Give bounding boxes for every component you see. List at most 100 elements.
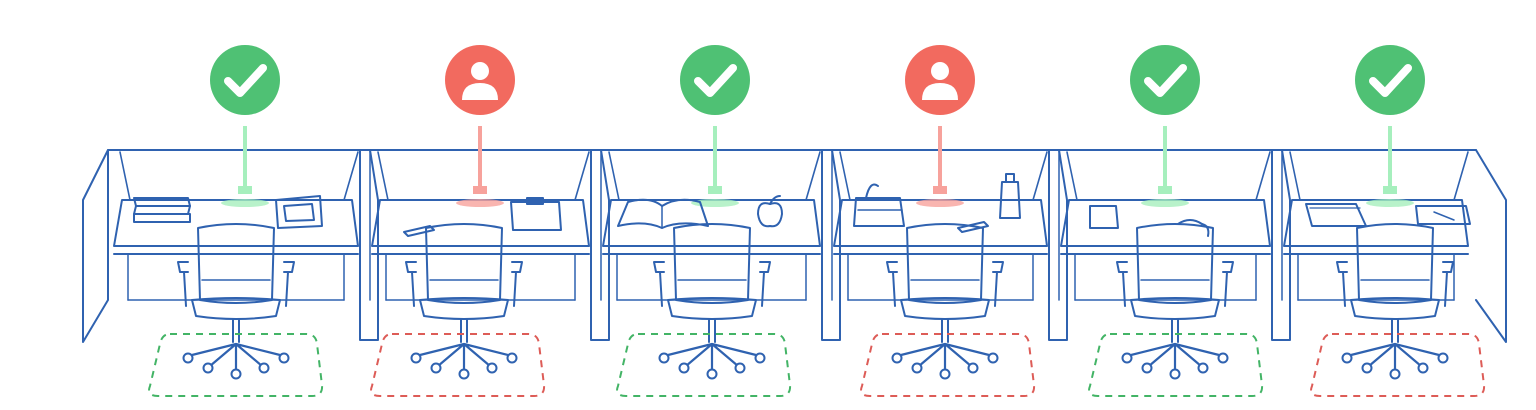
chair-wheel — [230, 368, 242, 380]
chair-wheel — [658, 352, 670, 364]
picture-frame — [275, 195, 323, 229]
office-chair — [653, 223, 771, 380]
chair-arm-right — [511, 261, 523, 307]
status-beam — [691, 126, 739, 207]
floor-zone — [1310, 333, 1486, 397]
desk-surface — [1060, 199, 1271, 247]
cubicle-frame — [1271, 149, 1469, 341]
cubicle-end-panel-right — [1475, 149, 1507, 343]
chair-wheel — [278, 352, 290, 364]
chair-arm-right — [283, 261, 295, 307]
chair-wheel — [754, 352, 766, 364]
chair-wheel — [1417, 362, 1429, 374]
status-badge — [210, 45, 280, 115]
cubicle-divider — [359, 149, 379, 341]
desk-surface — [833, 199, 1048, 247]
person-icon — [462, 62, 498, 100]
chair-back — [906, 223, 984, 304]
cubicle-divider — [1271, 149, 1291, 341]
chair-seat — [191, 297, 281, 320]
chair-wheel — [202, 362, 214, 374]
office-chair — [1116, 223, 1234, 380]
cubicle-end-panel-left — [82, 149, 109, 343]
cubicle-frame — [821, 149, 1048, 341]
cubicle-frame — [359, 149, 590, 341]
open-book — [617, 198, 709, 229]
chair-wheel — [458, 368, 470, 380]
chair-base — [186, 342, 286, 372]
checkmark-icon — [224, 64, 267, 97]
desk-unit-5 — [1088, 45, 1264, 397]
cubicle-divider — [590, 149, 610, 341]
chair-arm-left — [177, 261, 189, 307]
desk-surface — [371, 199, 590, 247]
chair-arm-right — [1222, 261, 1234, 307]
cubicle-frame — [1048, 149, 1271, 341]
chair-arm-right — [992, 261, 1004, 307]
chair-seat — [1350, 297, 1440, 320]
chair-wheel — [410, 352, 422, 364]
desk-unit-3 — [616, 45, 792, 397]
chair-wheel — [1141, 362, 1153, 374]
checkmark-icon — [1369, 64, 1412, 97]
chair-wheel — [506, 352, 518, 364]
apple — [757, 195, 783, 228]
chair-base — [662, 342, 762, 372]
status-beam — [1366, 126, 1414, 207]
status-badge — [1130, 45, 1200, 115]
chair-arm-right — [759, 261, 771, 307]
chair-arm-left — [886, 261, 898, 307]
chair-wheel — [1169, 368, 1181, 380]
chair-wheel — [430, 362, 442, 374]
water-bottle — [999, 173, 1021, 219]
office-chair — [1336, 223, 1454, 380]
chair-seat — [667, 297, 757, 320]
chair-wheel — [486, 362, 498, 374]
status-beam — [456, 126, 504, 207]
office-chair — [886, 223, 1004, 380]
chair-wheel — [182, 352, 194, 364]
chair-base — [1125, 342, 1225, 372]
status-badge — [1355, 45, 1425, 115]
chair-base — [414, 342, 514, 372]
chair-wheel — [1197, 362, 1209, 374]
chair-arm-left — [405, 261, 417, 307]
chair-wheel — [891, 352, 903, 364]
office-chair — [177, 223, 295, 380]
handbag — [853, 183, 905, 227]
floor-zone — [1088, 333, 1264, 397]
chair-wheel — [967, 362, 979, 374]
chair-wheel — [1217, 352, 1229, 364]
phone — [403, 225, 435, 237]
floor-zone — [616, 333, 792, 397]
checkmark-icon — [1144, 64, 1187, 97]
chair-arm-right — [1442, 261, 1454, 307]
office-chair — [405, 223, 523, 380]
person-icon — [922, 62, 958, 100]
folder-pen — [1415, 205, 1471, 225]
chair-wheel — [1437, 352, 1449, 364]
desk-units — [133, 45, 1486, 397]
status-beam — [221, 126, 269, 207]
chair-seat — [1130, 297, 1220, 320]
chair-seat — [419, 297, 509, 320]
floor-zone — [370, 333, 546, 397]
chair-base — [1345, 342, 1445, 372]
chair-arm-left — [1336, 261, 1348, 307]
chair-wheel — [678, 362, 690, 374]
desk-unit-6 — [1305, 45, 1486, 397]
floor-zone — [860, 333, 1036, 397]
chair-arm-left — [653, 261, 665, 307]
desk-unit-2 — [370, 45, 562, 397]
tablet — [1089, 205, 1119, 229]
status-badge — [680, 45, 750, 115]
phone — [957, 221, 989, 233]
desk-unit-4 — [853, 45, 1036, 397]
clipboard — [510, 197, 562, 231]
cubicle-divider — [821, 149, 841, 341]
desk-unit-1 — [133, 45, 324, 397]
chair-back — [673, 223, 751, 304]
chair-wheel — [939, 368, 951, 380]
chair-back — [1136, 223, 1214, 304]
